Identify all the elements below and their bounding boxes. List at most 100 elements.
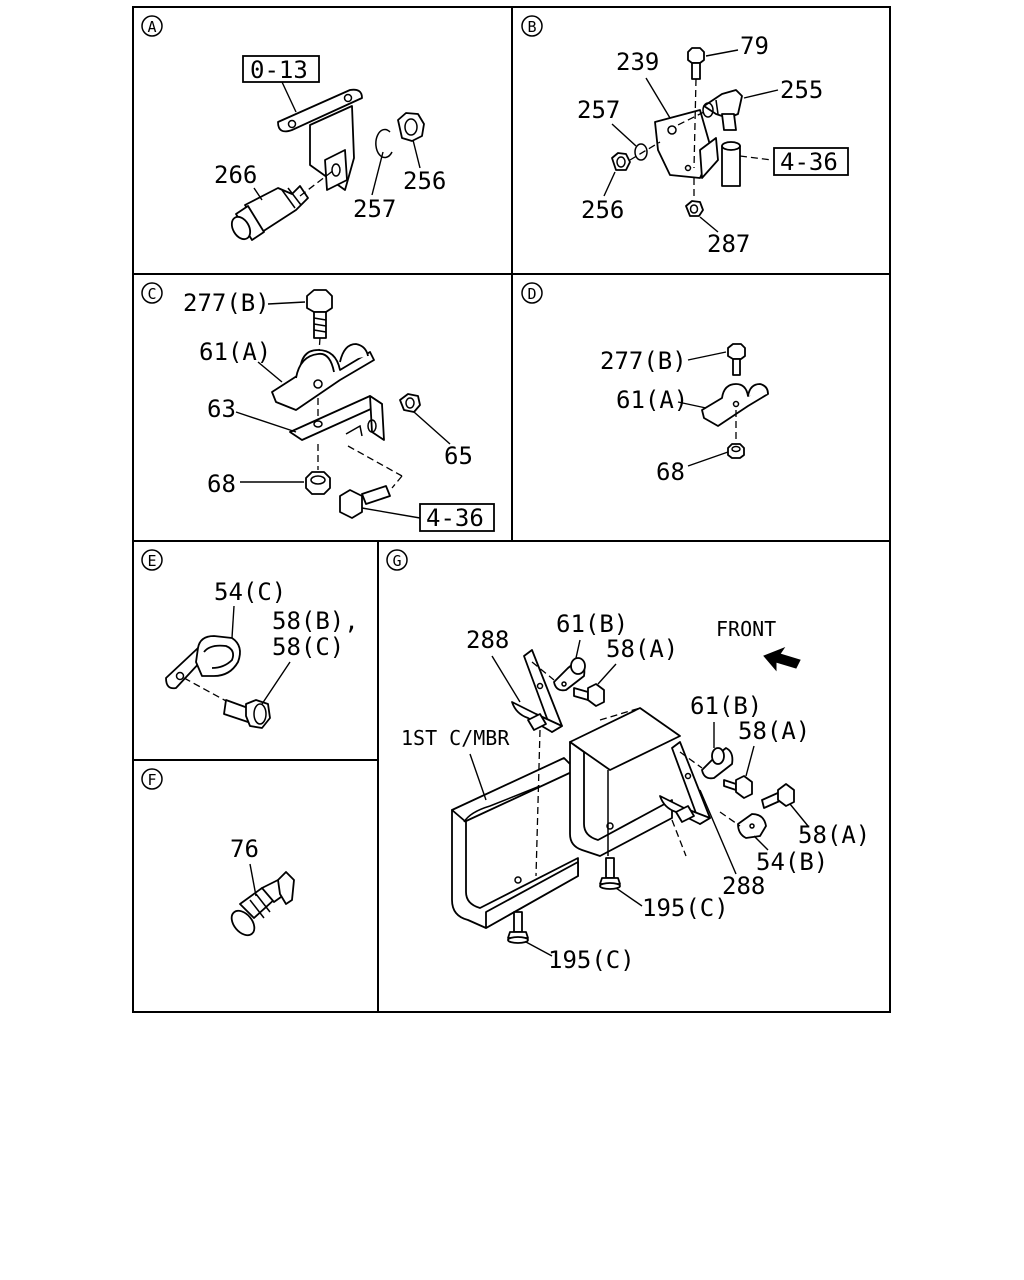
leader-266 bbox=[253, 187, 263, 201]
axis-54c bbox=[183, 677, 229, 703]
leader-288-top bbox=[491, 655, 521, 703]
ref-box-4-36-b bbox=[773, 147, 849, 176]
panel-frames bbox=[132, 6, 891, 1013]
bracket-239 bbox=[654, 109, 719, 179]
ring-257 bbox=[375, 128, 393, 159]
label-287: 287 bbox=[707, 230, 750, 258]
axis-288-top bbox=[535, 729, 541, 877]
panel-letter-c: C bbox=[141, 282, 163, 304]
axis-255 bbox=[675, 111, 705, 127]
fitting-255 bbox=[702, 89, 743, 131]
leader-61a-c bbox=[257, 361, 283, 383]
axis-54b bbox=[719, 811, 741, 827]
leader-239 bbox=[645, 77, 671, 119]
leader-54b bbox=[753, 835, 769, 851]
ref-box-4-36-c bbox=[419, 503, 495, 532]
cross-member-rear bbox=[569, 707, 681, 857]
axis-bolt-c-2 bbox=[391, 475, 403, 489]
label-256-a: 256 bbox=[403, 167, 446, 195]
cross-member-front bbox=[451, 757, 579, 929]
label-255: 255 bbox=[780, 76, 823, 104]
leader-288-bot bbox=[699, 789, 737, 875]
nut-256-a bbox=[397, 112, 425, 142]
axis-79 bbox=[693, 78, 697, 169]
leader-58bc bbox=[261, 661, 291, 705]
bolt-58a-top bbox=[573, 683, 605, 707]
label-1st-c-mbr: 1ST C/MBR bbox=[401, 726, 510, 750]
bracket-288-top bbox=[511, 649, 563, 733]
clamp-54c bbox=[165, 635, 241, 690]
label-239: 239 bbox=[616, 48, 659, 76]
leader-287 bbox=[699, 216, 719, 233]
leader-256-b bbox=[603, 171, 616, 197]
panel-g: G 1ST C/MBR 288 bbox=[386, 549, 870, 974]
leader-0-13 bbox=[281, 81, 297, 113]
leader-277b-c bbox=[267, 301, 306, 305]
panel-letter-a: A bbox=[141, 15, 163, 37]
leader-195c-bot bbox=[525, 941, 553, 957]
panel-letter-b-text: B bbox=[527, 18, 536, 36]
panel-a: A 0-13 266 257 bbox=[141, 15, 446, 241]
panel-letter-c-text: C bbox=[147, 285, 156, 303]
fitting-266 bbox=[230, 185, 309, 241]
nut-68-c bbox=[305, 471, 331, 495]
panel-letter-b: B bbox=[521, 15, 543, 37]
bolt-195c-bot bbox=[507, 911, 529, 944]
axis-rear-top bbox=[599, 707, 641, 721]
label-61a-d: 61(A) bbox=[616, 386, 688, 414]
label-61b-top: 61(B) bbox=[556, 610, 628, 638]
bracket-a bbox=[277, 88, 363, 191]
leader-76 bbox=[249, 863, 257, 897]
fitting-76 bbox=[230, 871, 295, 937]
leader-277b-d bbox=[687, 351, 727, 361]
washer-257-b bbox=[634, 143, 648, 161]
panel-d: D 277(B) 61(A) 68 bbox=[521, 282, 769, 486]
axis-bolt-c bbox=[347, 445, 403, 477]
label-277b-d: 277(B) bbox=[600, 347, 687, 375]
leader-1st-c-mbr bbox=[469, 753, 487, 801]
axis-288-bot bbox=[671, 819, 687, 857]
leader-79 bbox=[705, 49, 739, 57]
bolt-58bc bbox=[223, 699, 271, 729]
leader-257-a bbox=[371, 151, 384, 196]
panel-letter-d-text: D bbox=[527, 285, 536, 303]
panel-c: C 277(B) 61(A) 63 bbox=[141, 282, 495, 532]
clamp-54b bbox=[737, 813, 767, 839]
axis-256-b bbox=[629, 141, 661, 161]
label-58a-top: 58(A) bbox=[606, 635, 678, 663]
label-58a-right: 58(A) bbox=[798, 821, 870, 849]
panel-f: F 76 bbox=[141, 768, 295, 937]
sleeve-b bbox=[721, 141, 741, 187]
leader-255 bbox=[743, 89, 779, 99]
bolt-79 bbox=[687, 47, 705, 80]
nut-65 bbox=[399, 393, 421, 413]
panel-letter-g: G bbox=[386, 549, 408, 571]
label-195c-bot: 195(C) bbox=[548, 946, 635, 974]
leader-58a-right bbox=[789, 803, 809, 827]
label-257-a: 257 bbox=[353, 195, 396, 223]
panel-e: E 54(C) 58(B), 58(C) bbox=[141, 549, 359, 729]
label-288-top: 288 bbox=[466, 626, 509, 654]
leader-256-a bbox=[412, 139, 421, 169]
clamp-61a-c bbox=[271, 343, 375, 411]
label-195c-mid: 195(C) bbox=[642, 894, 729, 922]
label-61b-mid: 61(B) bbox=[690, 692, 762, 720]
bolt-195c-mid bbox=[599, 857, 621, 890]
bracket-63 bbox=[289, 395, 385, 441]
bolt-277b-d bbox=[727, 343, 746, 376]
label-front: FRONT bbox=[716, 617, 776, 641]
leader-61a-d bbox=[677, 401, 707, 409]
leader-65 bbox=[413, 411, 451, 445]
panel-letter-g-text: G bbox=[392, 552, 401, 570]
label-288-bot: 288 bbox=[722, 872, 765, 900]
leader-58a-mid bbox=[745, 745, 755, 777]
leader-ref-b bbox=[739, 155, 773, 161]
panel-b: B 239 79 255 bbox=[521, 15, 849, 258]
bolt-58a-right bbox=[761, 783, 795, 809]
panel-letter-a-text: A bbox=[147, 18, 156, 36]
label-63: 63 bbox=[207, 395, 236, 423]
bolt-c-lower bbox=[339, 485, 391, 519]
label-266: 266 bbox=[214, 161, 257, 189]
label-58b: 58(B), bbox=[272, 607, 359, 635]
